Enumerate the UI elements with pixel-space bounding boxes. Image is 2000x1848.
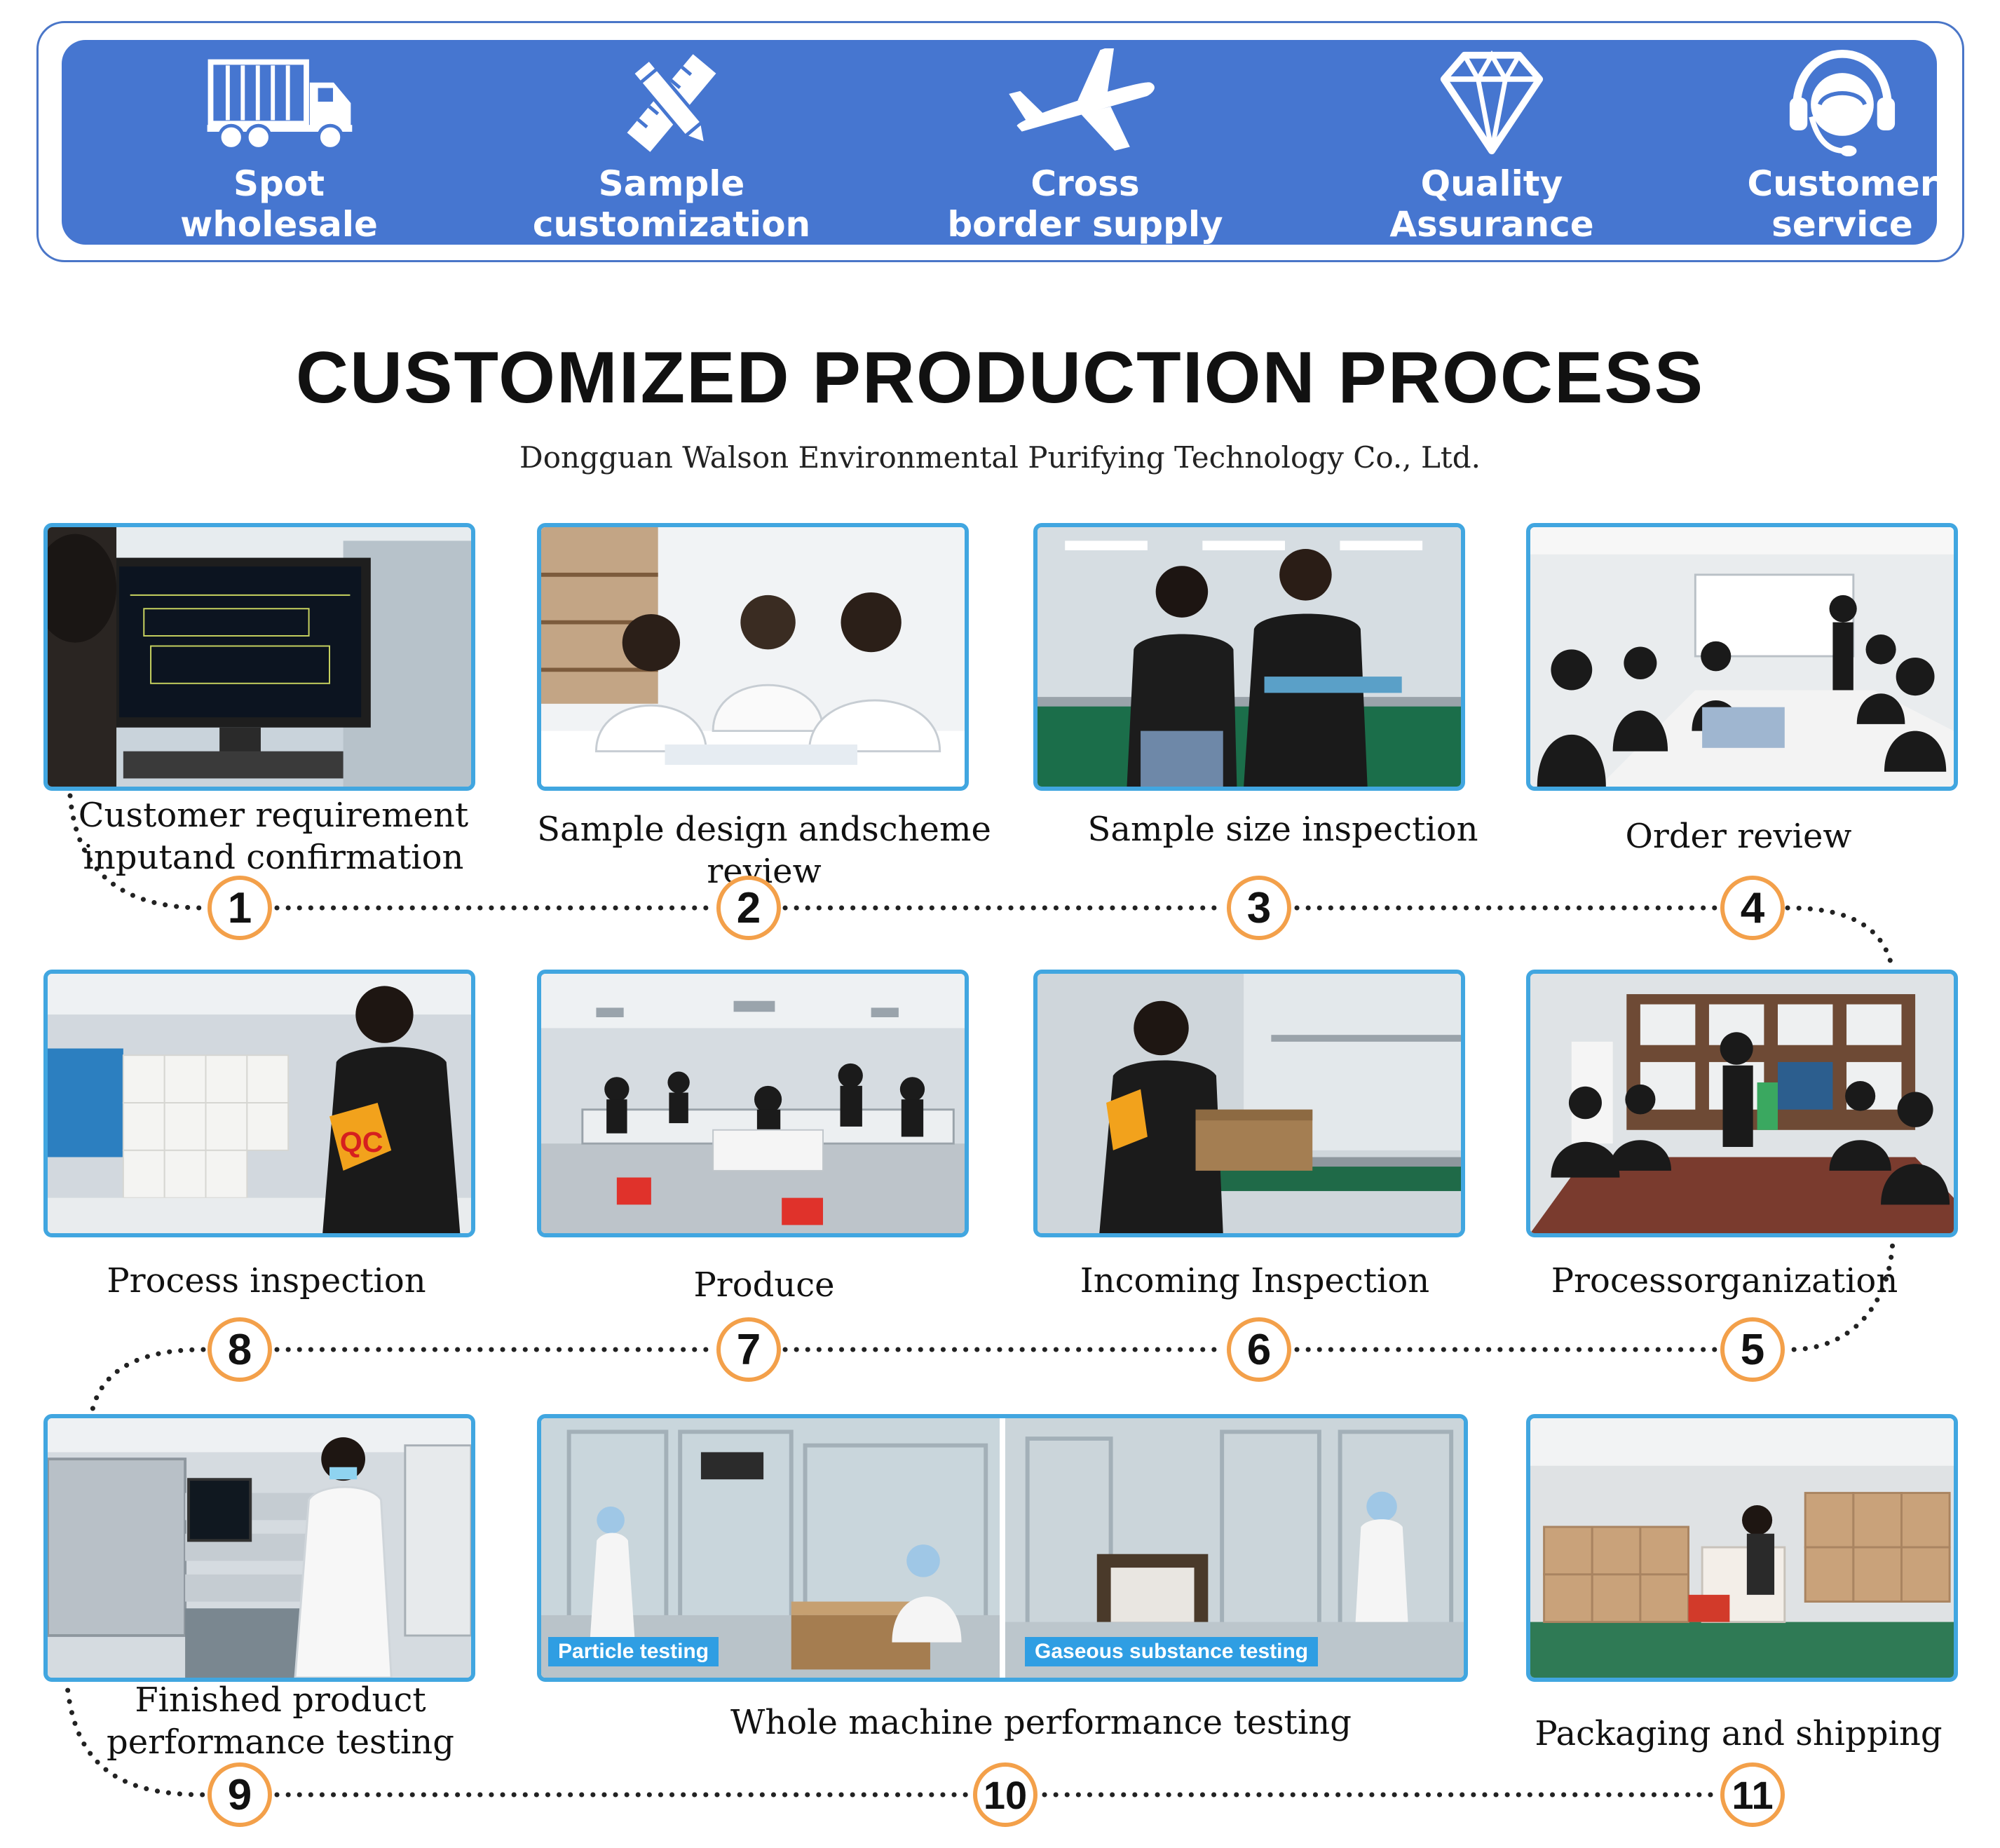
step-11-label: Packaging and shipping (1535, 1714, 1943, 1753)
step-4-label: Order review (1625, 817, 1852, 856)
step-6-badge: 6 (1227, 1317, 1291, 1382)
feature-quality-assurance: Quality Assurance (1345, 48, 1639, 245)
step-10-label: Whole machine performance testing (730, 1703, 1352, 1742)
step-3-photo (1033, 523, 1465, 791)
feature-cross-border-supply: Cross border supply (938, 48, 1232, 245)
step-4-badge: 4 (1720, 876, 1785, 940)
step-9-label: Finished product performance testing (107, 1680, 454, 1762)
svg-text:QC: QC (340, 1126, 383, 1158)
step-3-badge: 3 (1227, 876, 1291, 940)
step-8-label: Process inspection (107, 1261, 426, 1300)
feature-spot-wholesale: Spot wholesale (132, 48, 426, 245)
particle-testing-tag: Particle testing (548, 1637, 719, 1666)
company-name: Dongguan Walson Environmental Purifying … (519, 440, 1481, 475)
step-1-badge: 1 (208, 876, 272, 940)
feature-label: Cross border supply (947, 163, 1223, 245)
feature-label: Sample customization (532, 163, 811, 245)
step-4-photo (1526, 523, 1958, 791)
step-10-badge: 10 (973, 1762, 1038, 1827)
step-5-badge: 5 (1720, 1317, 1785, 1382)
airplane-icon (1009, 48, 1155, 151)
step-11-photo (1526, 1414, 1958, 1682)
step-6-photo (1033, 970, 1465, 1237)
step-5-label: Processorganization (1551, 1261, 1898, 1300)
page-title: CUSTOMIZED PRODUCTION PROCESS (295, 337, 1705, 419)
step-6-label: Incoming Inspection (1080, 1261, 1430, 1300)
step-8-badge: 8 (208, 1317, 272, 1382)
step-11-badge: 11 (1720, 1762, 1785, 1827)
feature-label: Quality Assurance (1389, 163, 1594, 245)
step-2-label: Sample design andscheme review (537, 810, 991, 891)
step-9-photo (43, 1414, 475, 1682)
step-10-photo: Particle testing Gaseous substance testi… (537, 1414, 1468, 1682)
diamond-icon (1440, 50, 1544, 155)
step-7-photo (537, 970, 969, 1237)
step-7-label: Produce (693, 1265, 835, 1305)
step-1-label: Customer requirement inputand confirmati… (78, 796, 469, 877)
feature-label: Spot wholesale (180, 163, 378, 245)
step-3-label: Sample size inspection (1087, 810, 1478, 849)
feature-banner: Spot wholesale Sample customization (62, 40, 1937, 245)
headset-icon (1789, 49, 1896, 157)
step-8-photo: QC (43, 970, 475, 1237)
step-7-badge: 7 (716, 1317, 781, 1382)
step-2-photo (537, 523, 969, 791)
step-1-photo (43, 523, 475, 791)
step-9-badge: 9 (208, 1762, 272, 1827)
gaseous-testing-tag: Gaseous substance testing (1025, 1637, 1319, 1666)
feature-customer-service: Customer service (1695, 48, 1989, 245)
feature-sample-customization: Sample customization (524, 48, 819, 245)
step-5-photo (1526, 970, 1958, 1237)
step-2-badge: 2 (716, 876, 781, 940)
feature-label: Customer service (1747, 163, 1938, 245)
truck-icon (207, 59, 353, 151)
pencil-ruler-icon (627, 54, 716, 152)
